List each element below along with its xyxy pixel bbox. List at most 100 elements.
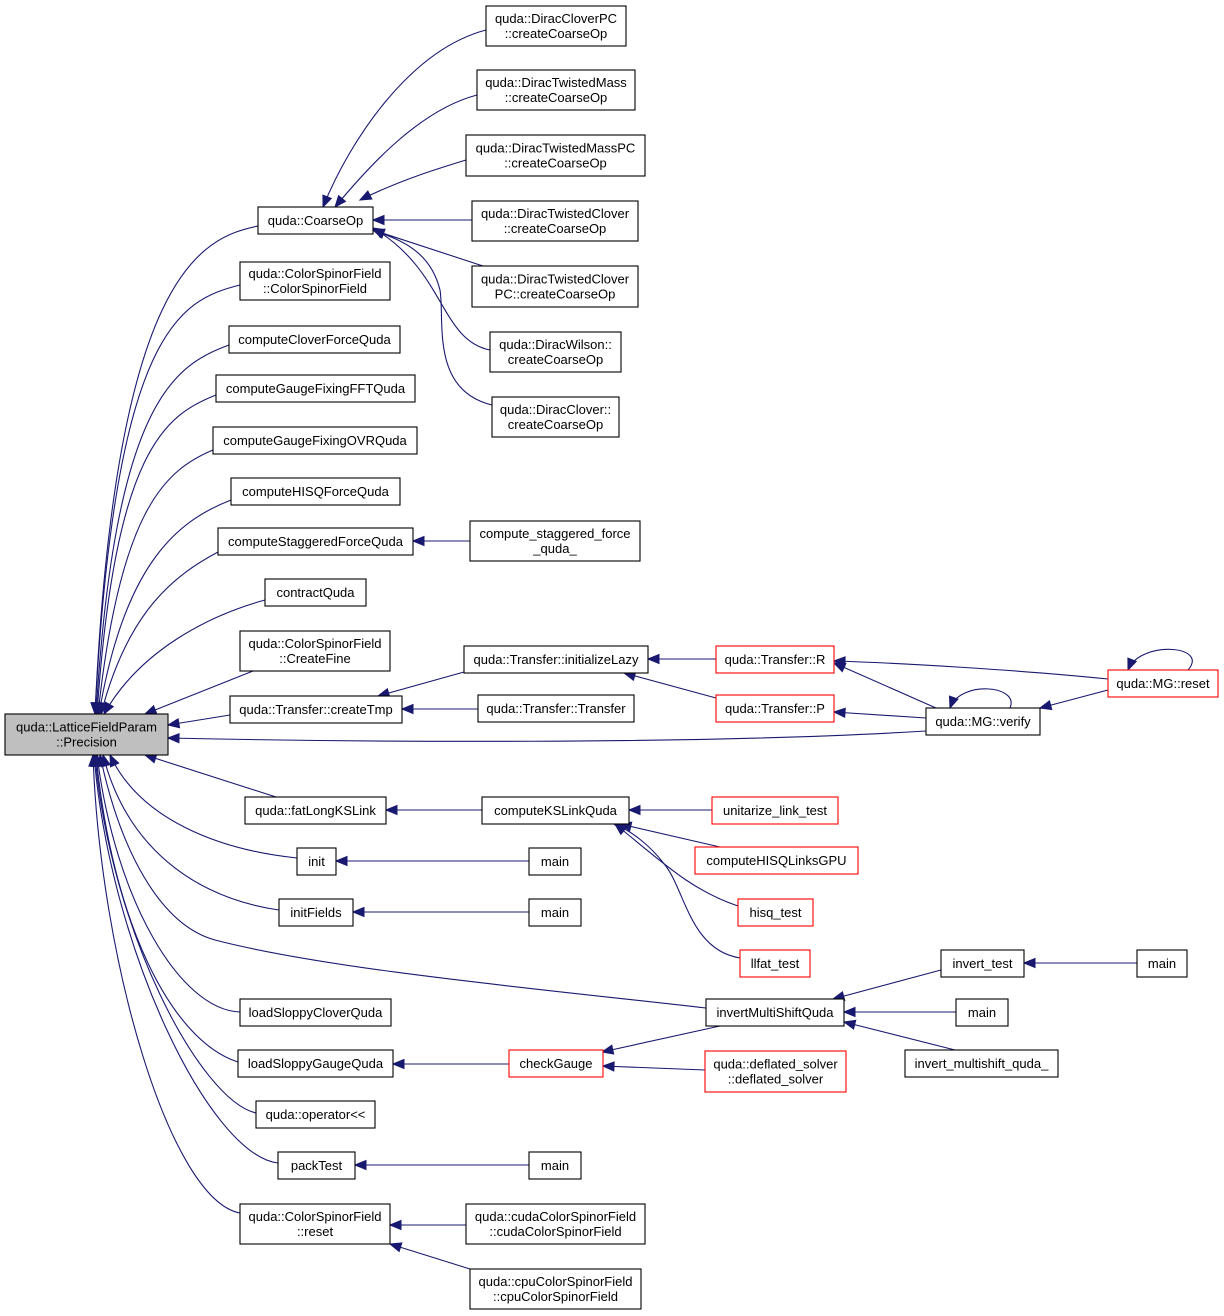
graph-node-initfields[interactable]: initFields: [278, 898, 354, 927]
node-label: quda::MG::verify: [935, 714, 1031, 729]
node-label: quda::DiracTwistedClover: [481, 272, 630, 287]
node-label: quda::MG::reset: [1116, 676, 1210, 691]
node-box: [465, 1203, 646, 1245]
graph-node-fatlong[interactable]: quda::fatLongKSLink: [244, 796, 387, 825]
call-graph-nodes: quda::LatticeFieldParam::Precisionquda::…: [4, 5, 1219, 1310]
edge-line: [359, 159, 467, 201]
node-label: quda::cudaColorSpinorField: [475, 1209, 636, 1224]
graph-node-dtmpc[interactable]: quda::DiracTwistedMassPC::createCoarseOp: [465, 134, 646, 177]
graph-node-csf-csf[interactable]: quda::ColorSpinorField::ColorSpinorField: [239, 261, 391, 301]
graph-node-contract[interactable]: contractQuda: [264, 578, 367, 607]
graph-node-cpucsf[interactable]: quda::cpuColorSpinorField::cpuColorSpino…: [469, 1268, 642, 1310]
node-label: quda::fatLongKSLink: [255, 803, 376, 818]
edge-line: [92, 754, 241, 1214]
node-box: [471, 200, 639, 242]
graph-node-transfer[interactable]: quda::Transfer::Transfer: [477, 694, 635, 723]
edge-line: [372, 229, 484, 267]
arrowhead-icon: [832, 707, 846, 718]
graph-node-ksl[interactable]: computeKSLinkQuda: [481, 796, 630, 825]
graph-node-gfix-fft[interactable]: computeGaugeFixingFFTQuda: [215, 374, 416, 403]
graph-node-dw[interactable]: quda::DiracWilson::createCoarseOp: [489, 331, 622, 373]
call-edge: [91, 344, 230, 716]
graph-node-hisqtest[interactable]: hisq_test: [737, 898, 814, 927]
graph-node-cloverforce[interactable]: computeCloverForceQuda: [228, 325, 401, 354]
node-label: main: [1148, 956, 1176, 971]
graph-node-main-initfields[interactable]: main: [528, 898, 582, 927]
graph-node-dc[interactable]: quda::DiracClover::createCoarseOp: [491, 396, 620, 438]
graph-node-ims[interactable]: invertMultiShiftQuda: [705, 998, 845, 1027]
arrowhead-icon: [358, 190, 373, 201]
graph-node-hisqforce[interactable]: computeHISQForceQuda: [230, 477, 401, 506]
graph-node-csf-reset[interactable]: quda::ColorSpinorField::reset: [239, 1203, 391, 1245]
graph-node-packtest[interactable]: packTest: [277, 1151, 356, 1180]
graph-node-mgreset[interactable]: quda::MG::reset: [1107, 669, 1219, 698]
node-box: [469, 520, 641, 562]
edge-line: [95, 344, 230, 715]
graph-node-imsq[interactable]: invert_multishift_quda_: [904, 1049, 1059, 1078]
node-label: ::createCoarseOp: [504, 156, 607, 171]
graph-node-csf-fine[interactable]: quda::ColorSpinorField::CreateFine: [239, 630, 391, 672]
node-label: PC::createCoarseOp: [495, 287, 616, 302]
arrowhead-icon: [334, 855, 348, 867]
arrowhead-icon: [88, 753, 99, 767]
graph-node-dtcpc[interactable]: quda::DiracTwistedCloverPC::createCoarse…: [471, 265, 639, 308]
graph-node-invtest[interactable]: invert_test: [940, 949, 1025, 978]
node-label: quda::Transfer::P: [725, 701, 825, 716]
node-label: ::cpuColorSpinorField: [493, 1289, 618, 1304]
node-box: [476, 69, 636, 111]
node-box: [229, 695, 403, 724]
graph-node-unitarize[interactable]: unitarize_link_test: [711, 796, 839, 825]
graph-node-dtm[interactable]: quda::DiracTwistedMass::createCoarseOp: [476, 69, 636, 111]
graph-node-transP[interactable]: quda::Transfer::P: [715, 694, 835, 723]
call-edge: [842, 1006, 956, 1018]
call-edge: [646, 653, 716, 665]
arrowhead-icon: [166, 717, 181, 729]
call-edge: [371, 229, 493, 406]
graph-node-csfq[interactable]: compute_staggered_force_quda_: [469, 520, 641, 562]
node-label: quda::DiracWilson::: [499, 337, 612, 352]
graph-node-opshift[interactable]: quda::operator<<: [255, 1100, 376, 1129]
node-label: computeKSLinkQuda: [494, 803, 618, 818]
node-label: ::createCoarseOp: [504, 221, 607, 236]
call-edge: [322, 29, 487, 209]
edge-line: [93, 754, 279, 1164]
call-edge: [948, 688, 1012, 710]
node-label: quda::Transfer::initializeLazy: [474, 652, 639, 667]
node-box: [212, 426, 418, 455]
graph-node-init[interactable]: init: [296, 847, 337, 876]
node-box: [469, 1268, 642, 1310]
edge-line: [602, 1065, 706, 1071]
edge-line: [322, 29, 487, 208]
graph-node-dtc[interactable]: quda::DiracTwistedClover::createCoarseOp: [471, 200, 639, 242]
call-edge: [100, 753, 280, 911]
graph-node-main-invtest[interactable]: main: [1136, 949, 1188, 978]
edge-line: [832, 969, 942, 1000]
node-label: invert_multishift_quda_: [915, 1056, 1049, 1071]
node-label: contractQuda: [276, 585, 355, 600]
node-label: quda::LatticeFieldParam: [16, 720, 157, 735]
edge-line: [100, 551, 219, 715]
graph-node-main-ims[interactable]: main: [955, 998, 1009, 1027]
call-edge: [411, 535, 470, 547]
graph-node-dcpc[interactable]: quda::DiracCloverPC::createCoarseOp: [485, 5, 627, 47]
call-edge: [351, 906, 529, 918]
graph-node-deflated[interactable]: quda::deflated_solver::deflated_solver: [704, 1050, 847, 1093]
graph-node-loadgauge[interactable]: loadSloppyGaugeQuda: [237, 1049, 394, 1078]
graph-node-initlazy[interactable]: quda::Transfer::initializeLazy: [463, 645, 649, 674]
graph-node-main-init[interactable]: main: [528, 847, 582, 876]
graph-node-transR[interactable]: quda::Transfer::R: [715, 645, 835, 674]
call-edge: [94, 449, 214, 716]
graph-node-createtmp[interactable]: quda::Transfer::createTmp: [229, 695, 403, 724]
graph-node-gfix-ovr[interactable]: computeGaugeFixingOVRQuda: [212, 426, 418, 455]
graph-node-coarseop[interactable]: quda::CoarseOp: [257, 206, 374, 235]
graph-node-llfat[interactable]: llfat_test: [739, 949, 811, 978]
graph-node-staggforce[interactable]: computeStaggeredForceQuda: [217, 527, 414, 556]
graph-node-main-pack[interactable]: main: [528, 1151, 582, 1180]
graph-node-mgverify[interactable]: quda::MG::verify: [925, 707, 1041, 736]
node-box: [217, 527, 414, 556]
graph-node-hisqgpu[interactable]: computeHISQLinksGPU: [694, 846, 859, 875]
graph-node-cudacsf[interactable]: quda::cudaColorSpinorField::cudaColorSpi…: [465, 1203, 646, 1245]
graph-node-loadclover[interactable]: loadSloppyCloverQuda: [239, 998, 392, 1027]
node-label: createCoarseOp: [508, 417, 603, 432]
graph-node-checkgauge[interactable]: checkGauge: [508, 1049, 604, 1078]
